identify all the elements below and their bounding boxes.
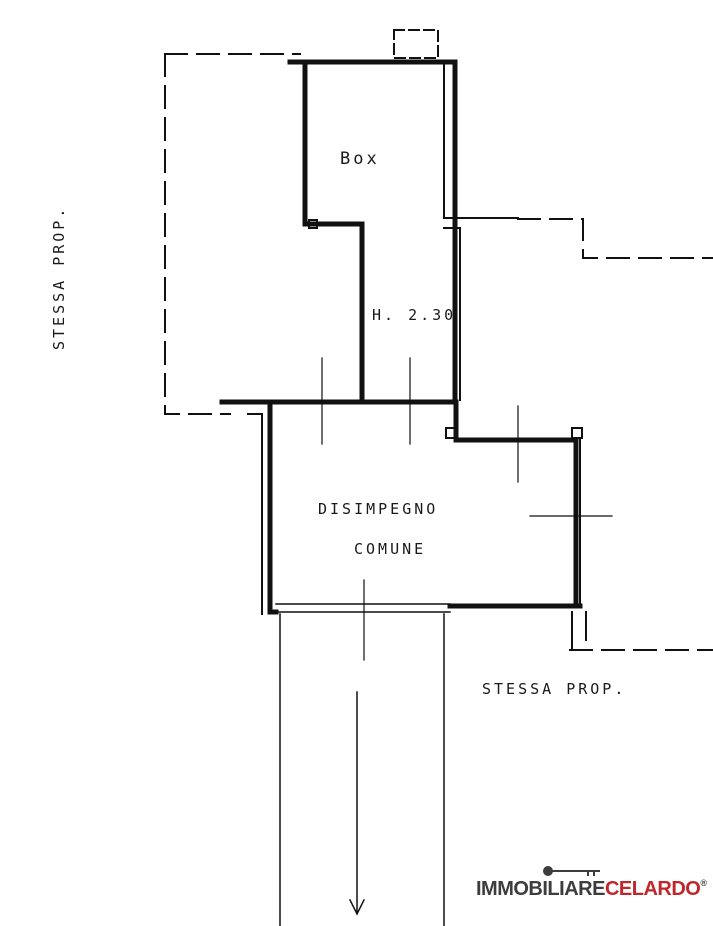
driveway-lines: [279, 613, 445, 926]
logo-part2: CELARDO: [604, 878, 701, 900]
height-label: H. 2.30: [372, 306, 456, 324]
adjacent-label-left: STESSA PROP.: [50, 206, 68, 350]
box-outer-wall: [443, 61, 519, 401]
key-icon: [543, 866, 600, 876]
agency-logo: IMMOBILIARECELARDO®: [476, 862, 707, 902]
disimpegno-walls: [219, 399, 583, 615]
section-marks: [321, 357, 613, 661]
direction-arrow: [348, 691, 366, 916]
room-label-box: Box: [340, 149, 380, 169]
room-label-disimpegno: DISIMPEGNO: [318, 500, 438, 518]
adjacent-label-bottom: STESSA PROP.: [482, 680, 626, 698]
disimpegno-corner-mark-2: [571, 427, 583, 439]
disimpegno-outer-wall: [247, 413, 587, 651]
disimpegno-corner-mark-1: [445, 427, 457, 439]
box-corner-mark: [308, 219, 318, 229]
logo-registered-mark: ®: [700, 878, 707, 888]
property-boundary-left: [164, 53, 301, 415]
vent-symbol: [393, 29, 439, 59]
bottom-opening: [275, 603, 451, 613]
room-label-comune: COMUNE: [354, 540, 426, 558]
box-walls: [287, 59, 458, 403]
logo-part1: IMMOBILIARE: [476, 878, 605, 900]
property-boundary-right: [517, 218, 713, 259]
